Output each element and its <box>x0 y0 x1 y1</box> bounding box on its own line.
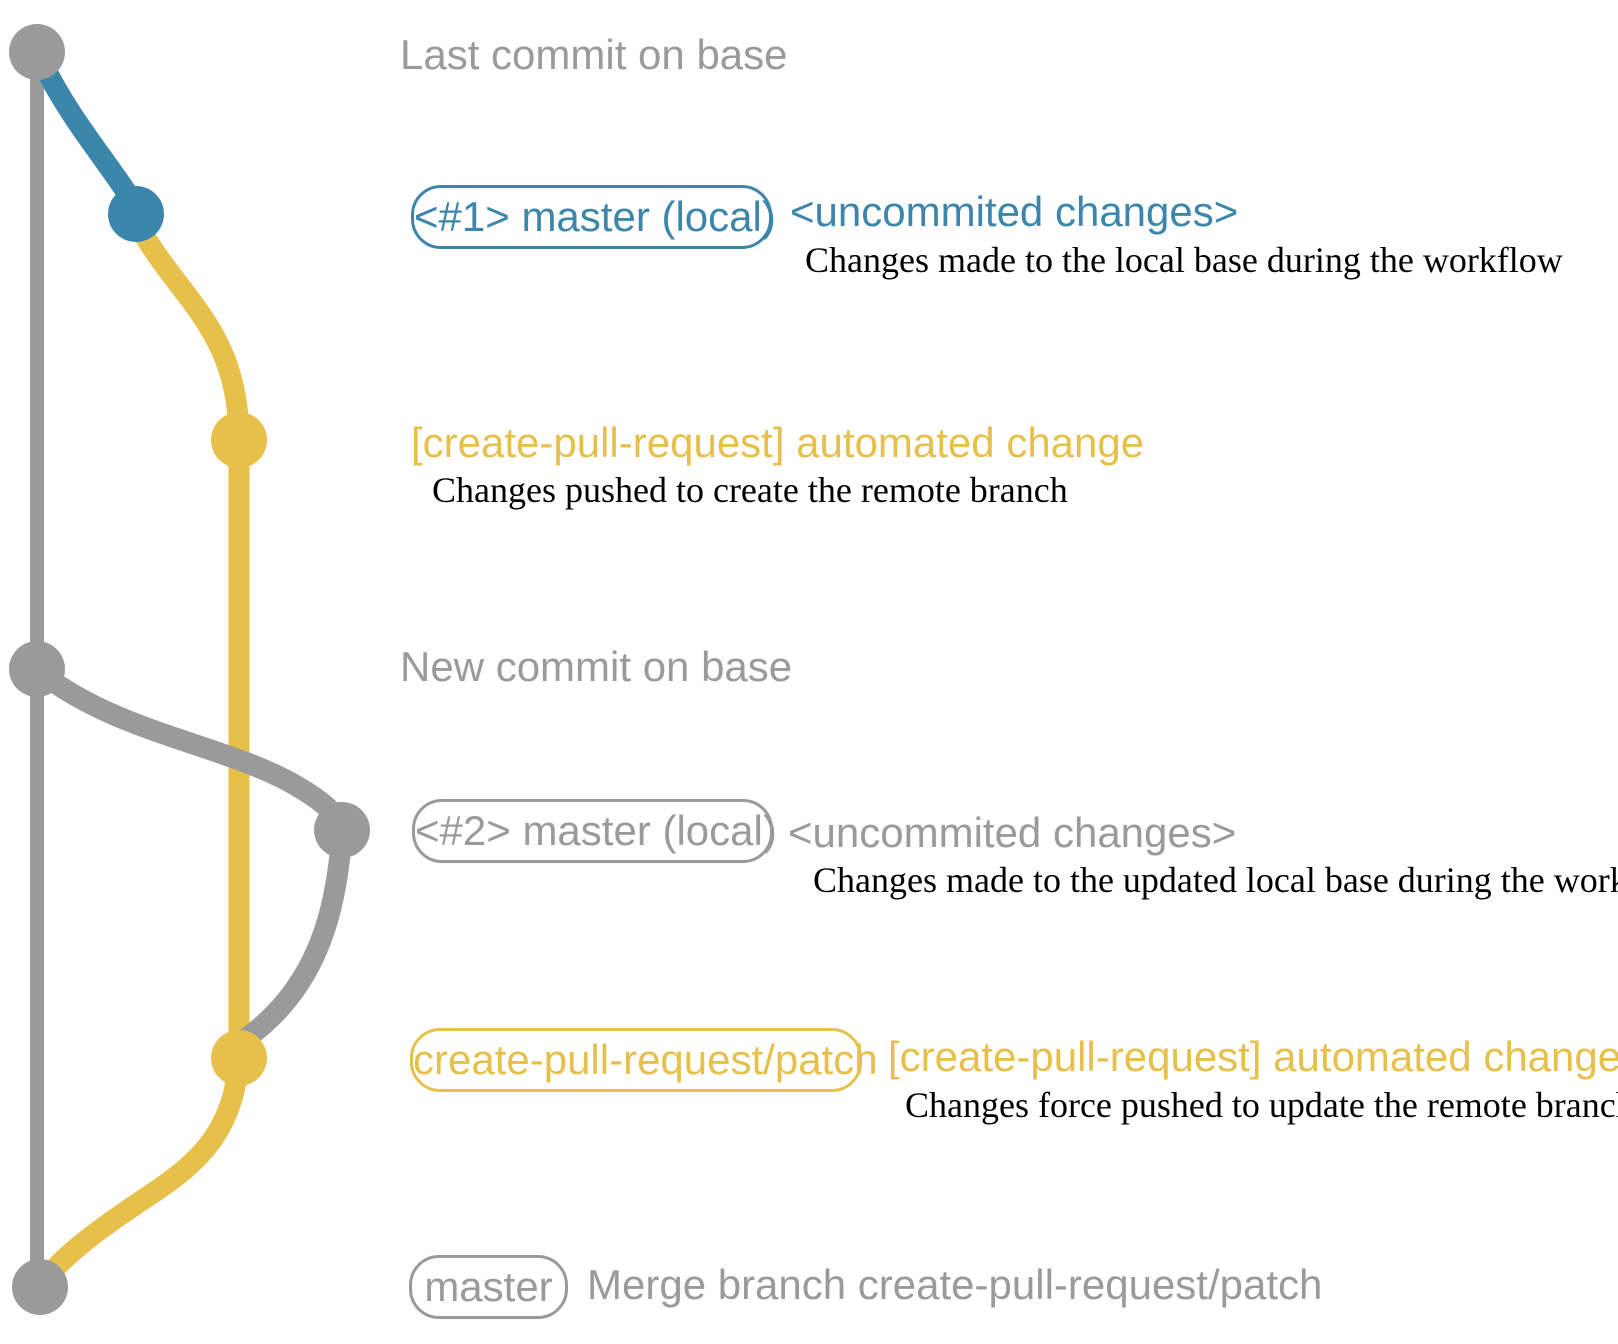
commit-dot-patch-2 <box>211 1030 267 1086</box>
badge-master-local-2: <#2> master (local) <box>412 799 777 863</box>
local-branch-curve-1 <box>29 47 146 216</box>
label-merge-branch: Merge branch create-pull-request/patch <box>587 1261 1323 1308</box>
commit-dot-local-1 <box>108 186 164 242</box>
commit-graph <box>9 24 370 1315</box>
label-last-commit-on-base: Last commit on base <box>400 31 788 78</box>
badge-master-local-1: <#1> master (local) <box>411 185 776 249</box>
label-new-commit-on-base: New commit on base <box>400 643 793 690</box>
badge-master-merge: master <box>409 1255 568 1319</box>
commit-dot-base-new <box>9 641 65 697</box>
description-force-push-branch: Changes force pushed to update the remot… <box>905 1085 1618 1125</box>
description-local-changes-2: Changes made to the updated local base d… <box>813 860 1618 900</box>
description-local-changes-1: Changes made to the local base during th… <box>805 240 1563 280</box>
commit-dot-base-top <box>9 24 65 80</box>
patch-branch-line <box>31 217 250 1295</box>
badge-create-pull-request-patch: create-pull-request/patch <box>410 1028 878 1092</box>
local-branch-curve-2 <box>29 661 353 1051</box>
commit-dot-merge <box>12 1259 68 1315</box>
annotation-automated-change-1: [create-pull-request] automated change <box>411 419 1145 466</box>
annotation-uncommited-changes-1: <uncommited changes> <box>790 188 1239 235</box>
commit-dot-patch-1 <box>211 412 267 468</box>
commit-dot-local-2 <box>314 802 370 858</box>
annotation-automated-change-2: [create-pull-request] automated change <box>888 1033 1618 1080</box>
description-push-create-branch: Changes pushed to create the remote bran… <box>432 470 1068 510</box>
annotation-uncommited-changes-2: <uncommited changes> <box>788 809 1237 856</box>
